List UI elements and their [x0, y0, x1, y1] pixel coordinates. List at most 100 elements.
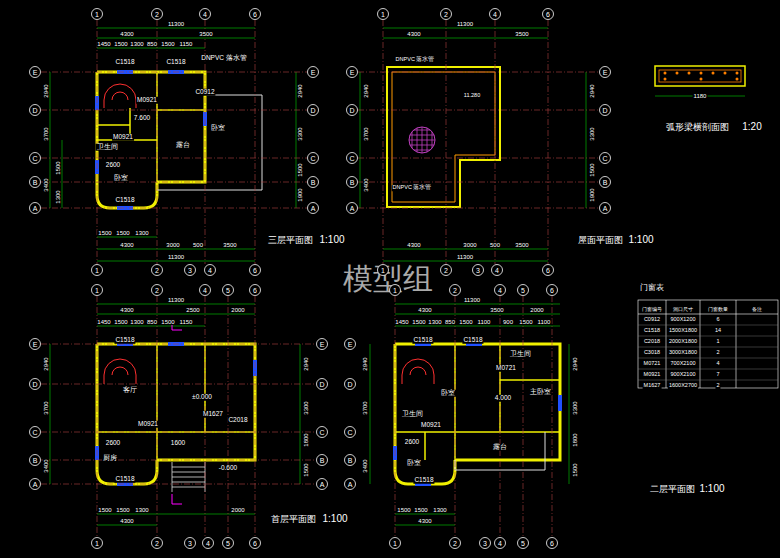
axis-label: 4: [202, 537, 214, 547]
grid-bubble: 4: [491, 264, 503, 276]
axis-line: [41, 158, 307, 159]
grid-bubble: E: [29, 338, 41, 350]
dimension-text: 3500: [198, 31, 213, 37]
room-label: 厨房: [102, 455, 118, 462]
dimension-text: 1500: [160, 319, 175, 325]
room-label: M0921: [136, 97, 158, 104]
axis-label: 4: [489, 8, 501, 18]
dimension-text: 1450: [96, 41, 111, 47]
grid-bubble: 4: [494, 284, 506, 296]
axis-line: [358, 208, 599, 209]
grid-bubble: 3: [184, 264, 196, 276]
axis-line: [41, 460, 316, 461]
room-label: M0721: [495, 365, 517, 372]
axis-label: E: [599, 66, 611, 76]
grid-bubble: D: [316, 378, 328, 390]
dimension-text: 11300: [167, 297, 185, 303]
axis-label: 1: [389, 284, 401, 294]
axis-label: E: [346, 66, 358, 76]
axis-label: 6: [546, 537, 558, 547]
grid-bubble: C: [346, 152, 358, 164]
axis-line: [41, 432, 316, 433]
room-label: 卧室: [113, 175, 129, 182]
grid-bubble: B: [29, 454, 41, 466]
grid-bubble: 6: [542, 264, 554, 276]
dimension-text: 11300: [167, 21, 185, 27]
axis-label: C: [29, 152, 41, 162]
axis-label: E: [344, 338, 356, 348]
axis-label: E: [29, 338, 41, 348]
dimension-text: 1450: [394, 319, 409, 325]
grid-bubble: E: [316, 338, 328, 350]
axis-line: [383, 20, 384, 264]
axis-line: [97, 20, 98, 264]
room-label: 2600: [105, 440, 121, 447]
axis-line: [358, 110, 599, 111]
dimension-text: 2940: [572, 356, 578, 371]
room-label: 4.000: [494, 395, 512, 402]
axis-line: [255, 296, 256, 537]
plan-scale: 1:100: [698, 484, 725, 494]
axis-line: [157, 20, 158, 264]
dimension-text: 3400: [363, 177, 369, 192]
axis-label: 2: [449, 284, 461, 294]
axis-label: 2: [440, 264, 452, 274]
table-cell: 700X2100: [669, 361, 696, 367]
room-label: DNPVC 落水管: [392, 185, 433, 191]
grid-bubble: 5: [222, 537, 234, 549]
dimension-text: 1500: [113, 41, 128, 47]
dimension-text: 2940: [363, 83, 369, 98]
grid-bubble: E: [599, 66, 611, 78]
axis-line: [395, 296, 396, 537]
axis-label: 3: [184, 264, 196, 274]
grid-bubble: 2: [151, 264, 163, 276]
axis-label: A: [316, 478, 328, 488]
room-label: ±0.000: [191, 394, 213, 401]
grid-bubble: D: [346, 104, 358, 116]
table-cell: C3018: [643, 350, 661, 356]
dimension-text: 4300: [417, 307, 432, 313]
grid-bubble: D: [29, 378, 41, 390]
table-cell: M1627: [643, 383, 662, 389]
table-cell: 2: [715, 383, 720, 389]
grid-bubble: 6: [249, 284, 261, 296]
dimension-text: 1500: [97, 507, 112, 513]
room-label: -0.600: [218, 465, 238, 472]
grid-bubble: 6: [546, 537, 558, 549]
grid-bubble: C: [344, 426, 356, 438]
room-label: C1518: [462, 337, 483, 344]
axis-label: 1: [91, 264, 103, 274]
axis-label: 5: [517, 284, 529, 294]
room-label: 7.600: [133, 115, 151, 122]
dimension-text: 1900: [589, 187, 595, 202]
grid-bubble: B: [307, 176, 319, 188]
axis-label: 6: [249, 537, 261, 547]
grid-bubble: 2: [440, 8, 452, 20]
axis-line: [358, 72, 599, 73]
grid-bubble: 6: [542, 8, 554, 20]
axis-label: 4: [494, 537, 506, 547]
plan-scale: 1:20: [741, 122, 762, 132]
room-label: 露台: [175, 142, 191, 149]
axis-label: C: [599, 152, 611, 162]
axis-label: B: [316, 454, 328, 464]
dimension-text: 3300: [297, 126, 303, 141]
grid-bubble: A: [346, 202, 358, 214]
grid-bubble: 5: [517, 537, 529, 549]
grid-bubble: 4: [494, 537, 506, 549]
axis-line: [41, 208, 307, 209]
grid-bubble: 1: [91, 8, 103, 20]
dimension-text: 1500: [55, 160, 61, 175]
axis-label: 1: [91, 284, 103, 294]
dimension-text: 2940: [43, 356, 49, 371]
grid-bubble: 4: [202, 537, 214, 549]
room-label: M0921: [112, 134, 134, 141]
axis-label: 6: [546, 284, 558, 294]
dimension-text: 3500: [514, 31, 529, 37]
dimension-text: 2940: [43, 83, 49, 98]
axis-label: A: [29, 478, 41, 488]
grid-bubble: 2: [449, 537, 461, 549]
dimension-text: 1500: [115, 507, 130, 513]
dimension-text: 3700: [363, 126, 369, 141]
dimension-text: 1500: [160, 41, 175, 47]
